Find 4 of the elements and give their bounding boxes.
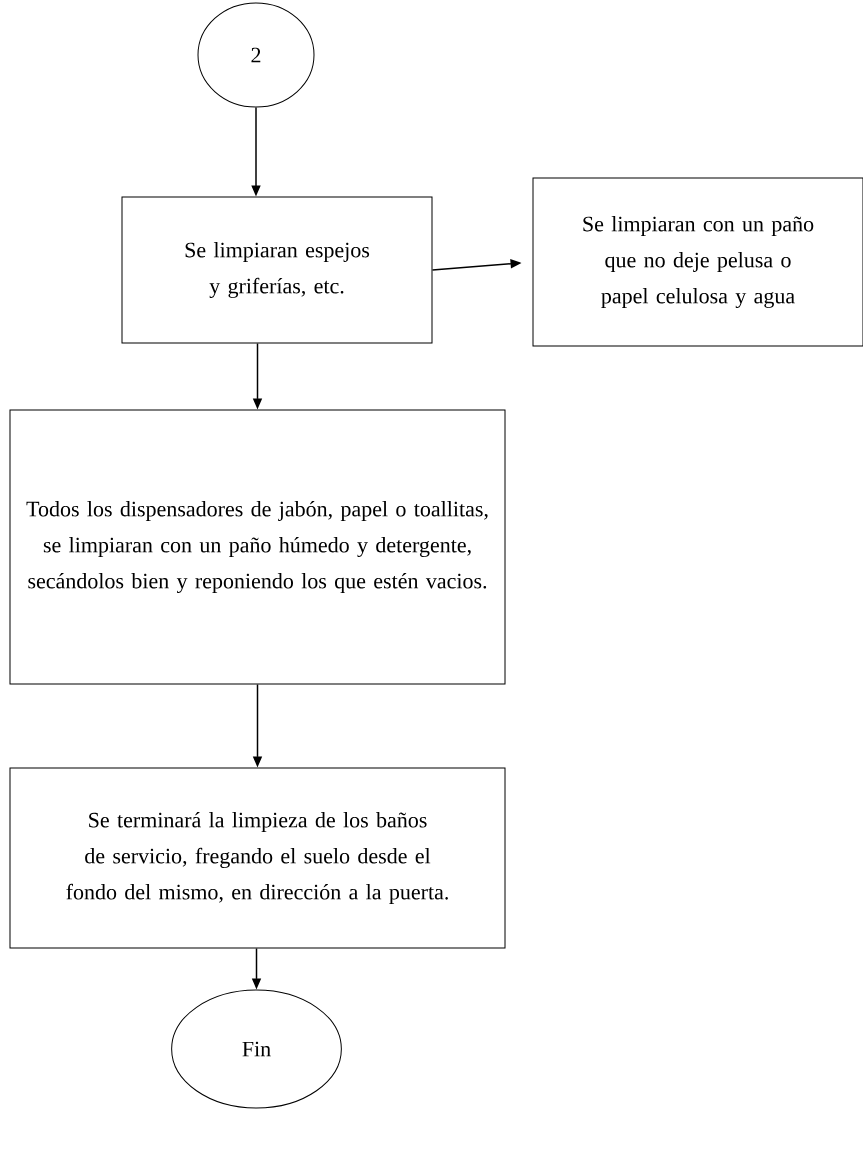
process-box: Se terminará la limpieza de los baños de servicio, fregando el suelo desde el fondo del mismo, en dirección a la puerta.: [9, 767, 506, 949]
process-box: Se limpiaran espejos y griferías, etc.: [121, 196, 433, 344]
process-box: Se limpiaran con un paño que no deje pelusa o papel celulosa y agua: [532, 177, 863, 347]
process-box: Todos los dispensadores de jabón, papel o toallitas, se limpiaran con un paño húmedo y detergente, secándolos bien y reponiendo los que estén vacios.: [9, 409, 506, 685]
